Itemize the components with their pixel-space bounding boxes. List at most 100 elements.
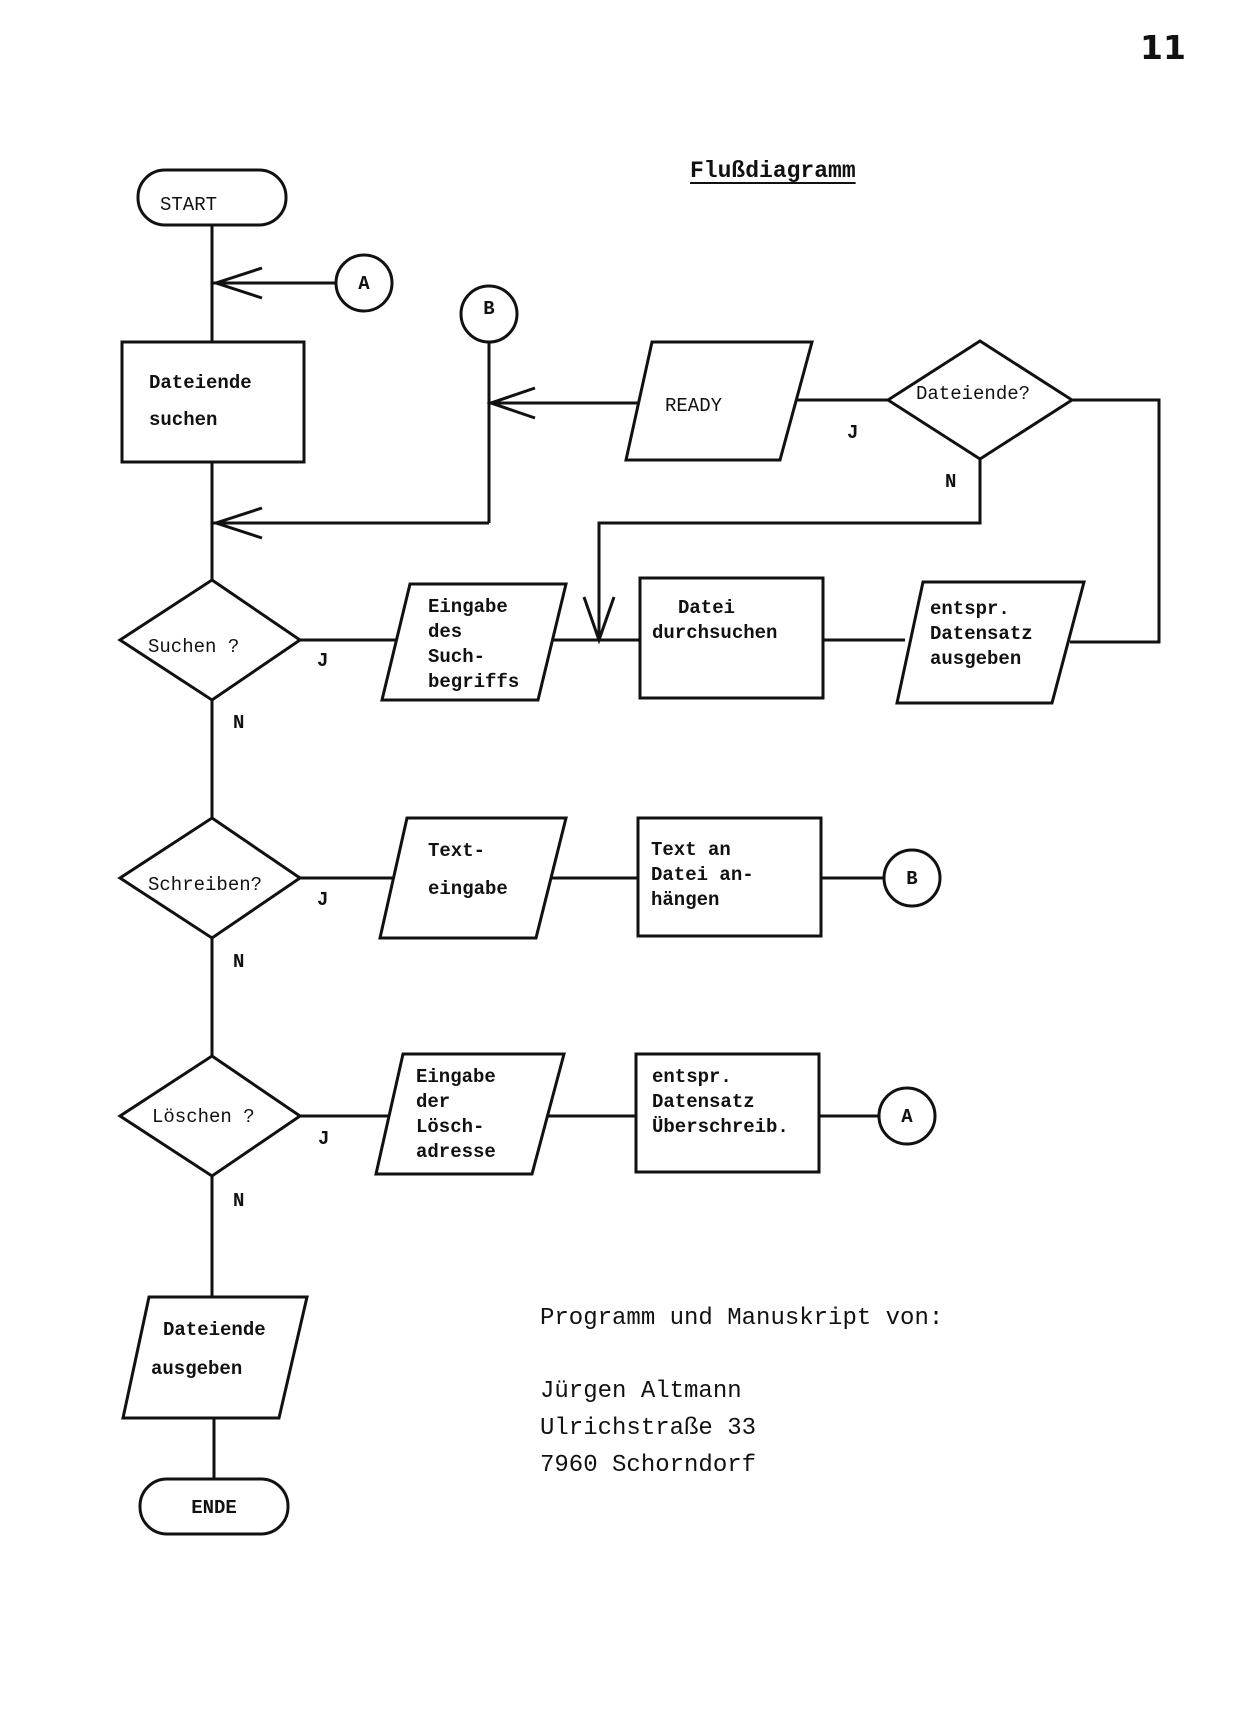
schreiben-decision: Schreiben? <box>117 816 303 940</box>
start-shape <box>136 168 288 227</box>
eingabe-loeschadresse-shape <box>374 1052 566 1176</box>
text-anhaengen-line-3: hängen <box>651 889 719 911</box>
eingabe-suchbegriff-io: Eingabe des Such- begriffs <box>380 582 568 702</box>
eingabe-loeschadresse-line-3: Lösch- <box>416 1116 484 1138</box>
eingabe-loeschadresse-io: Eingabe der Lösch- adresse <box>374 1052 566 1176</box>
author-street: Ulrichstraße 33 <box>540 1415 757 1442</box>
credits-heading: Programm und Manuskript von: <box>540 1305 944 1332</box>
datensatz-ausgeben-line-3: ausgeben <box>930 648 1021 670</box>
eingabe-suchbegriff-line-4: begriffs <box>428 671 519 693</box>
eingabe-loeschadresse-line-1: Eingabe <box>416 1066 496 1088</box>
eingabe-suchbegriff-line-1: Eingabe <box>428 596 508 618</box>
connector-a-mid: A <box>877 1086 937 1146</box>
datei-durchsuchen-line-1: Datei <box>678 597 735 619</box>
text-anhaengen-line-1: Text an <box>651 839 731 861</box>
datei-durchsuchen-shape <box>638 576 825 700</box>
dateiende-ausgeben-line-1: Dateiende <box>163 1319 266 1341</box>
edge-label-dateiende-yes: J <box>847 422 858 444</box>
connector-a-mid-label: A <box>901 1106 913 1128</box>
author-credits: Programm und Manuskript von: Jürgen Altm… <box>540 1300 943 1484</box>
author-city: 7960 Schorndorf <box>540 1452 757 1479</box>
text-anhaengen-process: Text an Datei an- hängen <box>636 816 823 938</box>
eingabe-suchbegriff-shape <box>380 582 568 702</box>
dateiende-decision-shape <box>885 339 1075 461</box>
datensatz-ausgeben-io: entspr. Datensatz ausgeben <box>895 580 1086 705</box>
suchen-decision-label: Suchen ? <box>148 636 239 658</box>
dateiende-suchen-line-1: Dateiende <box>149 372 252 394</box>
connector-b-mid-shape <box>882 848 942 908</box>
datensatz-ueberschreiben-line-3: Überschreib. <box>652 1116 789 1138</box>
flow-dateiende-no-loop <box>597 459 982 640</box>
datensatz-ueberschreiben-process: entspr. Datensatz Überschreib. <box>634 1052 821 1174</box>
datei-durchsuchen-process: Datei durchsuchen <box>638 576 825 700</box>
dateiende-suchen-shape <box>120 340 306 464</box>
schreiben-decision-label: Schreiben? <box>148 874 262 896</box>
flow-lines <box>210 225 1161 1479</box>
loeschen-decision-shape <box>117 1054 303 1178</box>
diagram-title: Flußdiagramm <box>690 158 856 184</box>
datensatz-ausgeben-line-2: Datensatz <box>930 623 1033 645</box>
text-anhaengen-line-2: Datei an- <box>651 864 754 886</box>
arrowhead-ready <box>486 386 536 420</box>
ready-label: READY <box>665 395 723 417</box>
connector-a-mid-shape <box>877 1086 937 1146</box>
ende-terminal: ENDE <box>138 1477 290 1536</box>
connector-a-top-shape <box>334 253 394 313</box>
ready-io: READY <box>624 340 814 462</box>
eingabe-suchbegriff-line-2: des <box>428 621 462 643</box>
datensatz-ausgeben-line-1: entspr. <box>930 598 1010 620</box>
dateiende-ausgeben-line-2: ausgeben <box>151 1358 242 1380</box>
texteingabe-io: Text- eingabe <box>378 816 568 940</box>
page-number: 11 <box>1140 28 1186 67</box>
edge-label-loeschen-no: N <box>233 1190 244 1212</box>
edge-label-schreiben-yes: J <box>317 889 328 911</box>
dateiende-decision: Dateiende? <box>885 339 1075 461</box>
connector-a-top: A <box>334 253 394 313</box>
flow-datensatz-ausgeben-to-dateiende <box>1070 398 1161 644</box>
datei-durchsuchen-line-2: durchsuchen <box>652 622 777 644</box>
connector-b-mid-label: B <box>906 868 917 890</box>
datensatz-ausgeben-shape <box>895 580 1086 705</box>
texteingabe-shape <box>378 816 568 940</box>
datensatz-ueberschreiben-line-2: Datensatz <box>652 1091 755 1113</box>
edge-labels: J N J N J N J N <box>233 422 956 1212</box>
loeschen-decision: Löschen ? <box>117 1054 303 1178</box>
start-label: START <box>160 194 217 216</box>
schreiben-decision-shape <box>117 816 303 940</box>
arrowhead-b-in <box>211 506 263 540</box>
texteingabe-line-1: Text- <box>428 840 485 862</box>
edge-label-loeschen-yes: J <box>318 1128 329 1150</box>
eingabe-loeschadresse-line-2: der <box>416 1091 450 1113</box>
arrowhead-a-in <box>211 266 263 300</box>
eingabe-suchbegriff-line-3: Such- <box>428 646 485 668</box>
text-anhaengen-shape <box>636 816 823 938</box>
datensatz-ueberschreiben-shape <box>634 1052 821 1174</box>
suchen-decision: Suchen ? <box>117 578 303 702</box>
suchen-decision-shape <box>117 578 303 702</box>
edge-label-suchen-no: N <box>233 712 244 734</box>
dateiende-ausgeben-shape <box>121 1295 309 1420</box>
connector-b-top: B <box>459 284 519 344</box>
texteingabe-line-2: eingabe <box>428 878 508 900</box>
ready-shape <box>624 340 814 462</box>
dateiende-suchen-line-2: suchen <box>149 409 217 431</box>
loeschen-decision-label: Löschen ? <box>152 1106 255 1128</box>
connector-b-mid: B <box>882 848 942 908</box>
ende-shape <box>138 1477 290 1536</box>
ende-label: ENDE <box>191 1497 237 1519</box>
start-terminal: START <box>136 168 288 227</box>
connector-a-top-label: A <box>358 273 370 295</box>
dateiende-suchen-process: Dateiende suchen <box>120 340 306 464</box>
dateiende-decision-label: Dateiende? <box>916 383 1030 405</box>
edge-label-dateiende-no: N <box>945 471 956 493</box>
edge-label-suchen-yes: J <box>317 650 328 672</box>
edge-label-schreiben-no: N <box>233 951 244 973</box>
connector-b-top-label: B <box>483 298 494 320</box>
eingabe-loeschadresse-line-4: adresse <box>416 1141 496 1163</box>
author-name: Jürgen Altmann <box>540 1378 742 1405</box>
connector-b-top-shape <box>459 284 519 344</box>
dateiende-ausgeben-io: Dateiende ausgeben <box>121 1295 309 1420</box>
datensatz-ueberschreiben-line-1: entspr. <box>652 1066 732 1088</box>
